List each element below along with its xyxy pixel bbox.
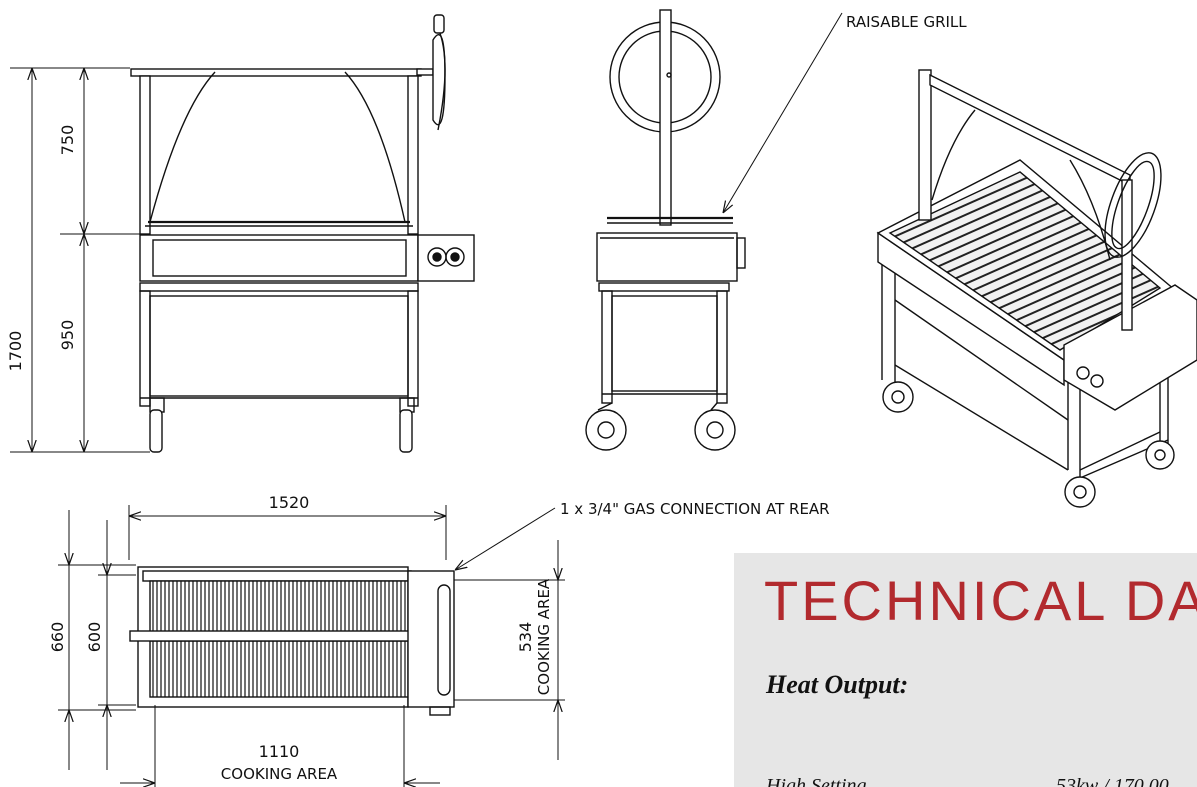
raisable-grill-label: RAISABLE GRILL — [846, 13, 967, 31]
grill-leader — [723, 12, 843, 213]
dim-cooking-depth: 534 — [516, 622, 535, 653]
side-elevation — [585, 9, 746, 451]
front-dimensions — [10, 67, 150, 453]
plan-dimensions — [58, 505, 565, 787]
front-elevation — [130, 14, 475, 453]
dim-depth: 660 — [48, 622, 67, 653]
dim-lower-height: 950 — [58, 320, 77, 351]
dim-cooking-width: 1110 — [259, 742, 300, 761]
gas-connection-label: 1 x 3/4" GAS CONNECTION AT REAR — [560, 500, 830, 518]
heat-output-label: Heat Output: — [766, 670, 909, 699]
dim-cooking-width-label: COOKING AREA — [221, 765, 338, 783]
dim-inner-depth: 600 — [85, 622, 104, 653]
dim-upper-height: 750 — [58, 125, 77, 156]
dim-width: 1520 — [269, 493, 310, 512]
technical-data-panel: TECHNICAL DA Heat Output: High Setting 5… — [734, 553, 1197, 787]
isometric-view — [876, 69, 1197, 508]
technical-data-title: TECHNICAL DA — [764, 569, 1197, 632]
spec-row-value: 53kw / 170,00 — [1056, 775, 1169, 787]
dim-cooking-depth-label: COOKING AREA — [535, 578, 553, 695]
plan-view — [129, 566, 455, 716]
dim-total-height: 1700 — [6, 331, 25, 372]
spec-row-name: High Setting — [766, 775, 867, 787]
